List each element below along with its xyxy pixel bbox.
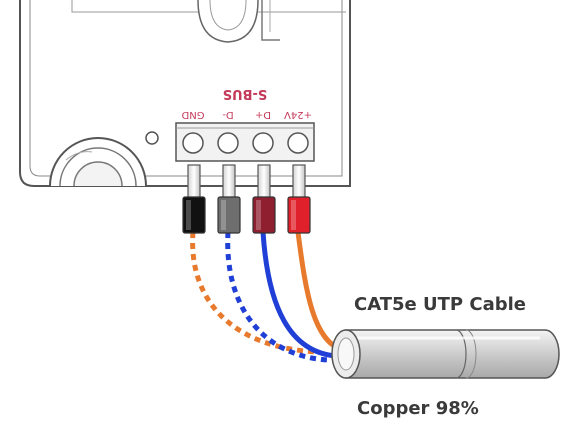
conductor-label: Copper 98% — [357, 398, 479, 419]
ferrule-pin-gnd — [187, 164, 201, 200]
ferrule-pin-d-plus — [257, 164, 271, 200]
cable-name-label: CAT5e UTP Cable — [354, 294, 526, 315]
ferrule-sleeve-gnd — [182, 196, 206, 234]
wire-24v — [295, 229, 345, 353]
pin-label-d-plus: D+ — [255, 109, 271, 120]
screw-hole — [145, 131, 159, 145]
terminal-screw-d-minus — [217, 132, 239, 154]
ferrule-sleeves — [182, 196, 311, 234]
pin-label-gnd: GND — [181, 109, 204, 120]
housing-top-knob — [197, 0, 259, 43]
pin-label-d-minus: D- — [222, 109, 234, 120]
wire-gnd — [190, 231, 319, 355]
ferrule-sleeve-d-minus — [217, 196, 241, 234]
ferrule-sleeve-24v — [287, 196, 311, 234]
terminal-screw-24v — [287, 132, 309, 154]
ferrule-sleeve-d-plus — [252, 196, 276, 234]
pin-label-24v: +24V — [284, 109, 312, 120]
bus-label: S-BUS — [223, 86, 268, 101]
ferrule-pin-24v — [292, 164, 306, 200]
utp-cable — [331, 329, 560, 379]
terminal-block — [175, 122, 315, 162]
terminal-screw-gnd — [182, 132, 204, 154]
cable-gland — [49, 137, 147, 187]
wire-d-plus — [260, 229, 339, 359]
terminal-screw-d-plus — [252, 132, 274, 154]
ferrule-pin-d-minus — [222, 164, 236, 200]
wire-d-minus — [225, 231, 329, 363]
